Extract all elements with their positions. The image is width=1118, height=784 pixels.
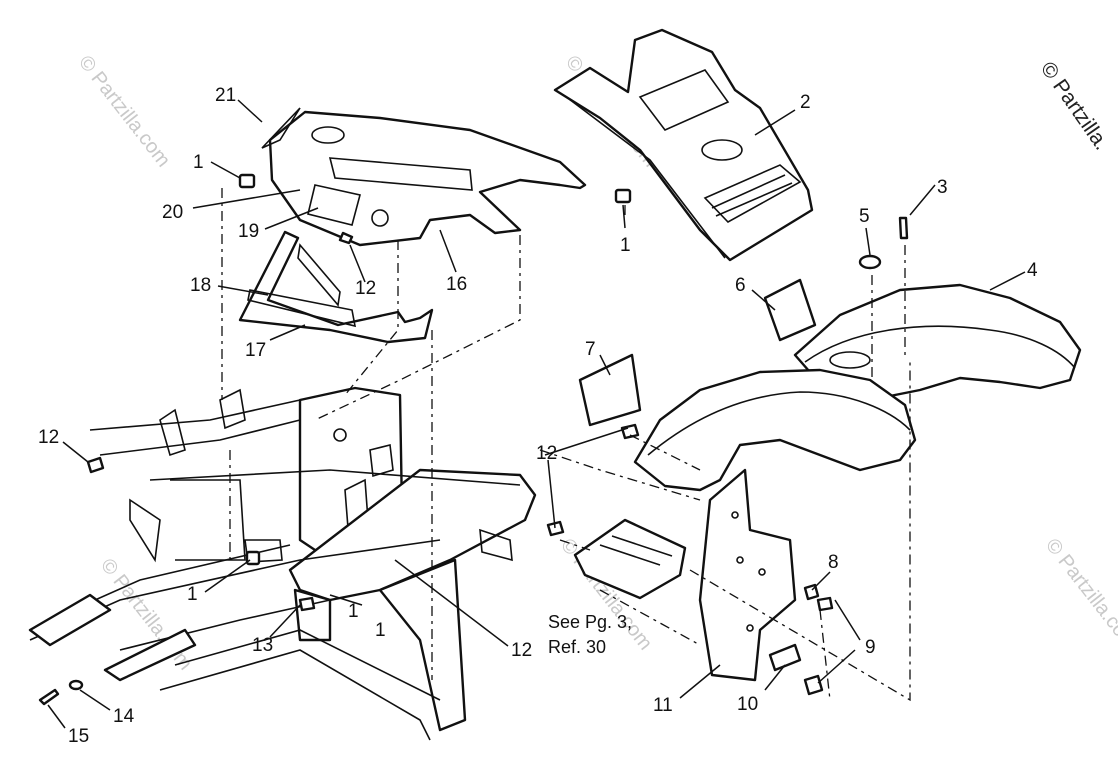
callout-1: 1 <box>375 620 386 641</box>
callout-12: 12 <box>355 278 376 299</box>
frame <box>28 386 537 741</box>
callout-20: 20 <box>162 202 183 223</box>
alignment-lines <box>221 188 911 702</box>
see-page-note-line2: Ref. 30 <box>548 637 606 657</box>
callout-1: 1 <box>193 152 204 173</box>
watermark: © Partzilla.com <box>1041 535 1118 655</box>
callout-6: 6 <box>735 275 746 296</box>
callout-1: 1 <box>620 235 631 256</box>
callout-8: 8 <box>828 552 839 573</box>
callout-18: 18 <box>190 275 211 296</box>
watermark-corner: © Partzilla. <box>1036 58 1113 155</box>
decal-7 <box>578 353 642 427</box>
callout-12: 12 <box>536 443 557 464</box>
front-bracket <box>238 230 434 344</box>
footrest <box>573 518 687 600</box>
callout-labels: 1 2 3 4 5 6 7 8 9 10 11 12 13 14 15 16 1… <box>38 85 1038 747</box>
callout-3: 3 <box>937 177 948 198</box>
callout-19: 19 <box>238 221 259 242</box>
callout-5: 5 <box>859 206 870 227</box>
callout-21: 21 <box>215 85 236 106</box>
callout-16: 16 <box>446 274 467 295</box>
callout-15: 15 <box>68 726 89 747</box>
mud-flap <box>698 468 797 682</box>
callout-4: 4 <box>1027 260 1038 281</box>
callout-1: 1 <box>187 584 198 605</box>
decal-6 <box>763 278 817 342</box>
front-fender <box>633 368 917 492</box>
callout-12: 12 <box>38 427 59 448</box>
callout-17: 17 <box>245 340 266 361</box>
hardware <box>38 173 909 706</box>
rear-console-panel <box>553 28 814 262</box>
callout-14: 14 <box>113 706 135 727</box>
see-page-note-line1: See Pg. 3, <box>548 612 632 632</box>
callout-10: 10 <box>737 694 758 715</box>
leaders <box>47 99 1026 729</box>
watermark: © Partzilla.com <box>74 52 174 172</box>
callout-13: 13 <box>252 635 273 656</box>
callout-7: 7 <box>585 339 596 360</box>
callout-2: 2 <box>800 92 811 113</box>
callout-1: 1 <box>348 601 359 622</box>
front-hood <box>261 107 587 247</box>
callout-12: 12 <box>511 640 532 661</box>
callout-9: 9 <box>865 637 876 658</box>
callout-11: 11 <box>653 695 673 716</box>
